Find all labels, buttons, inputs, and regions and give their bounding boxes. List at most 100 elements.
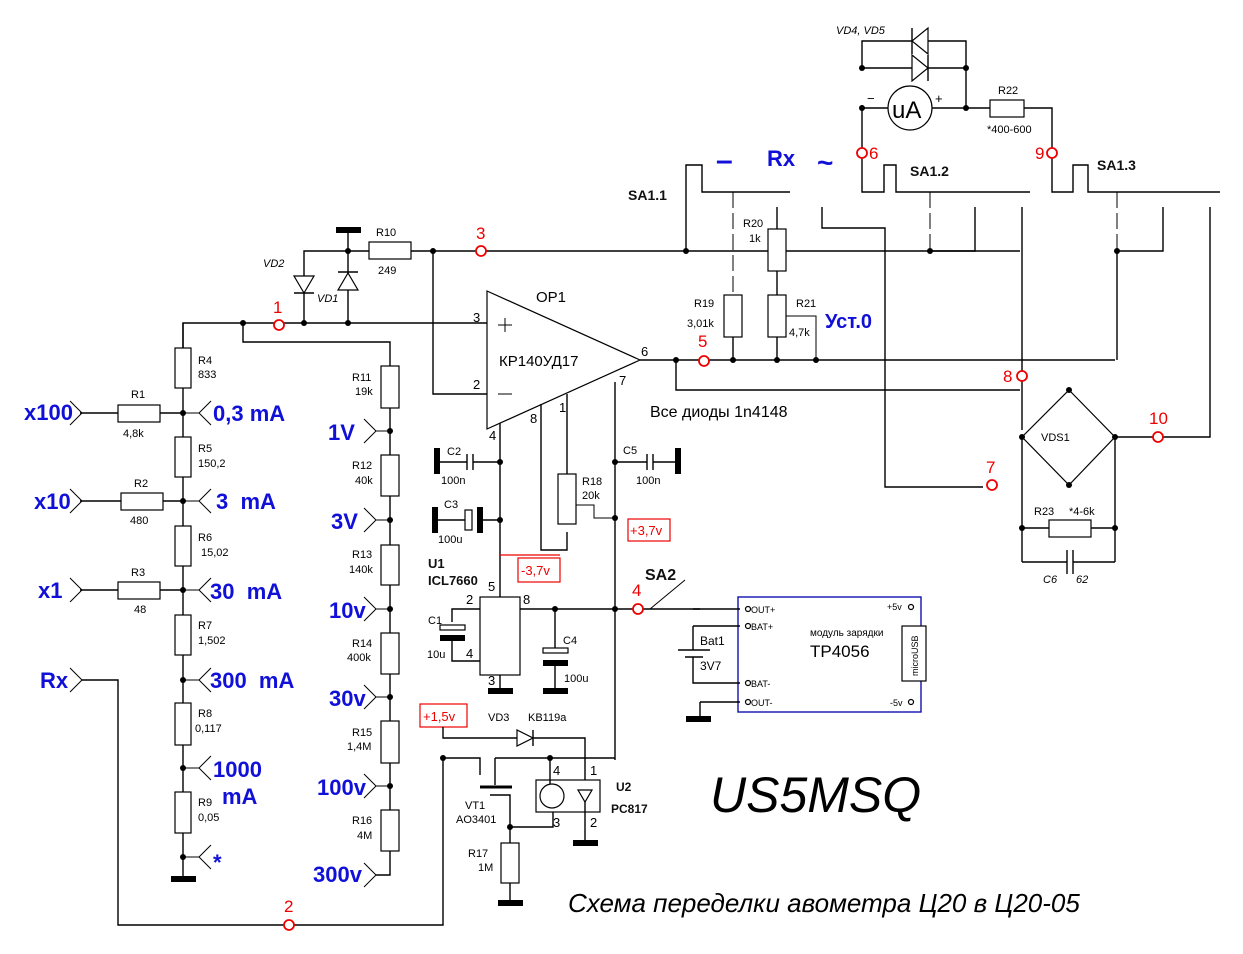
- label-diodes-vds1: VDS1: [1041, 432, 1070, 444]
- label-resistors-r4-name: R4: [198, 355, 212, 367]
- label-opamp-pins-in_plus: 3: [473, 310, 480, 325]
- diode-vd2: [292, 275, 316, 295]
- resistor-r11: [380, 365, 400, 409]
- label-capacitors-c3-value: 100u: [438, 534, 462, 546]
- resistor-r20: [767, 228, 787, 272]
- label-meter-plus: +: [935, 91, 943, 106]
- label-resistors-r15-value: 1,4M: [347, 741, 371, 753]
- label-switches-sa1_1: SA1.1: [628, 187, 667, 203]
- label-u2-part: PC817: [611, 802, 648, 816]
- label-resistors-r5-value: 150,2: [198, 458, 226, 470]
- label-resistors-r21-value: 4,7k: [789, 327, 810, 339]
- range-1000: 1000: [213, 757, 262, 782]
- label-u2-pins-p1: 1: [590, 763, 597, 778]
- range-1000-unit: mA: [222, 784, 258, 809]
- ic-u1: [479, 596, 521, 676]
- resistor-r16: [380, 809, 400, 852]
- label-charger-pins-0: OUT+: [751, 605, 775, 615]
- label-resistors-r18-value: 20k: [582, 490, 600, 502]
- range-common: *: [213, 850, 222, 875]
- label-charger-pins_right-0: +5v: [887, 602, 902, 612]
- author-title: US5MSQ: [710, 767, 921, 823]
- label-diodes-vd3_type: KB119a: [528, 712, 567, 724]
- label-capacitors-c6-value: 62: [1076, 574, 1088, 586]
- label-charger-pins_right-1: -5v: [890, 698, 903, 708]
- label-test_points-7: 8: [1003, 367, 1012, 386]
- opamp-ref: OP1: [536, 289, 566, 306]
- label-test_points-2: 3: [476, 224, 485, 243]
- voltage-pos: +3,7v: [630, 523, 663, 538]
- label-u1-pins-p5: 5: [488, 579, 495, 594]
- label-charger-pins-2: BAT-: [751, 679, 770, 689]
- label-resistors-r22-value: *400-600: [987, 124, 1032, 136]
- label-resistors-r7-value: 1,502: [198, 635, 226, 647]
- input-x10: x10: [34, 489, 71, 514]
- labels: x100 x10 x1 Rx 0,3 mA 3 mA 30 mA 300 mA …: [24, 25, 1168, 918]
- diode-vd1: [336, 271, 360, 291]
- label-test_points-3: 4: [632, 581, 641, 600]
- label-capacitors-c2-name: C2: [447, 446, 461, 458]
- charger-caption: модуль зарядки: [810, 628, 883, 639]
- label-resistors-r8-value: 0,117: [195, 723, 222, 735]
- label-opamp-pins-p7: 7: [619, 373, 626, 388]
- resistor-r19: [723, 294, 743, 338]
- label-diodes-vd3: VD3: [488, 712, 509, 724]
- range-30ma: 30 mA: [210, 579, 282, 604]
- label-resistors-r3-value: 48: [134, 604, 146, 616]
- input-x100: x100: [24, 400, 73, 425]
- label-resistors-r10-name: R10: [376, 227, 396, 239]
- range-3v: 3V: [331, 509, 358, 534]
- label-resistors-r20-value: 1k: [749, 233, 761, 245]
- label-u1-pins-p3: 3: [488, 673, 495, 688]
- label-resistors-r22-name: R22: [998, 85, 1018, 97]
- resistor-r5: [174, 436, 192, 478]
- label-charger-pins-1: BAT+: [751, 622, 773, 632]
- resistor-r12: [380, 454, 400, 497]
- label-resistors-r12-value: 40k: [355, 475, 373, 487]
- label-opamp-pins-in_minus: 2: [473, 377, 480, 392]
- label-resistors-r19-name: R19: [694, 298, 714, 310]
- label-test_points-9: 10: [1149, 409, 1168, 428]
- range-1v: 1V: [328, 420, 355, 445]
- range-3ma: 3 mA: [216, 489, 276, 514]
- range-300ma: 300 mA: [210, 668, 294, 693]
- label-resistors-r16-name: R16: [352, 815, 372, 827]
- label-opamp-pins-p4: 4: [489, 428, 496, 443]
- label-resistors-r20-name: R20: [743, 218, 763, 230]
- label-capacitors-c1-name: C1: [428, 615, 442, 627]
- voltage-ref: +1,5v: [423, 709, 456, 724]
- label-mode_labels-dc: –: [716, 144, 733, 177]
- label-resistors-r17-value: 1M: [478, 862, 493, 874]
- label-opamp-pins-out: 6: [641, 344, 648, 359]
- input-protection: [292, 227, 1020, 395]
- diode-vd3: [516, 729, 535, 747]
- voltage-neg: -3,7v: [521, 563, 550, 578]
- label-resistors-r6-value: 15,02: [201, 547, 229, 559]
- label-resistors-r18-name: R18: [582, 476, 602, 488]
- resistor-r23: [1048, 519, 1092, 538]
- trimmer-r18: [557, 473, 577, 525]
- label-battery-value: 3V7: [700, 659, 722, 673]
- resistor-r4: [174, 347, 192, 389]
- zero-adjust-label: Уст.0: [825, 311, 872, 333]
- label-resistors-r5-name: R5: [198, 443, 212, 455]
- input-x1: x1: [38, 578, 62, 603]
- label-resistors-r12-name: R12: [352, 460, 372, 472]
- label-resistors-r17-name: R17: [468, 848, 488, 860]
- charger-module: [678, 596, 927, 722]
- diagram-subtitle: Схема переделки авометра Ц20 в Ц20-05: [568, 888, 1080, 918]
- label-test_points-1: 2: [284, 897, 293, 916]
- label-u2-pins-p2: 2: [590, 815, 597, 830]
- label-resistors-r1-name: R1: [131, 389, 145, 401]
- diode-note: Все диоды 1n4148: [650, 404, 788, 421]
- label-switches-sa1_3: SA1.3: [1097, 157, 1136, 173]
- range-30v: 30v: [329, 686, 366, 711]
- label-test_points-5: 6: [869, 144, 878, 163]
- switch-sa1: [683, 26, 1220, 488]
- label-meter-symbol: uA: [892, 97, 921, 124]
- resistor-r15: [380, 720, 400, 764]
- label-u1-pins-p8: 8: [523, 592, 530, 607]
- label-capacitors-c3-name: C3: [444, 499, 458, 511]
- label-test_points-0: 1: [273, 298, 282, 317]
